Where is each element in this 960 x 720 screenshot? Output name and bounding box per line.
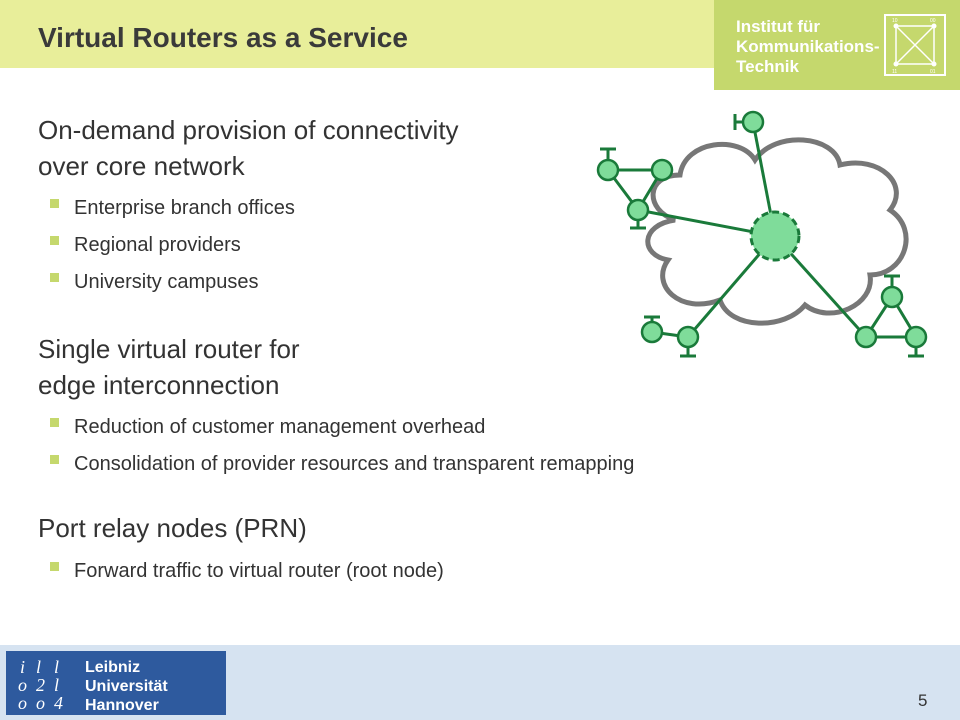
edge-node <box>650 158 674 182</box>
virtual-router-root-node <box>749 210 801 262</box>
port-relay-node <box>741 110 765 134</box>
virtual-router-diagram <box>596 110 928 358</box>
section-1-bullet-3: University campuses <box>74 271 259 293</box>
ikt-mark-label: 00 <box>930 18 936 24</box>
bullet-square-icon <box>50 562 59 571</box>
ikt-mark-label: 11 <box>892 69 897 75</box>
luh-logo-text: Leibniz Universität Hannover <box>85 659 168 714</box>
luh-logo <box>6 651 226 715</box>
section-2-heading-line-2: edge interconnection <box>38 370 280 400</box>
luh-glyph: 2 <box>36 675 45 695</box>
port-relay-node <box>676 325 700 349</box>
section-3-heading: Port relay nodes (PRN) <box>38 513 307 543</box>
section-2-bullet-2: Consolidation of provider resources and … <box>74 453 635 475</box>
luh-logo-mark-icon: i l l o 2 l o o 4 <box>18 657 63 712</box>
luh-glyph: i <box>20 657 25 677</box>
section-1-heading-line-1: On-demand provision of connectivity <box>38 115 459 145</box>
port-relay-node <box>626 198 650 222</box>
edge-node <box>880 285 904 309</box>
section-1-heading-line-2: over core network <box>38 151 245 181</box>
section-2-heading-line-1: Single virtual router for <box>38 334 300 364</box>
luh-glyph: 4 <box>54 693 63 712</box>
luh-glyph: l <box>54 675 59 695</box>
luh-glyph: o <box>18 693 27 712</box>
port-relay-node <box>854 325 878 349</box>
section-1-bullet-1: Enterprise branch offices <box>74 197 295 219</box>
luh-glyph: o <box>18 675 27 695</box>
ikt-logo-text: Institut für Kommunikations- Technik <box>736 17 880 76</box>
bullet-square-icon <box>50 199 59 208</box>
page-number: 5 <box>918 691 928 710</box>
luh-glyph: l <box>54 657 59 677</box>
section-2-bullet-1: Reduction of customer management overhea… <box>74 416 486 438</box>
section-3-bullet-1: Forward traffic to virtual router (root … <box>74 560 444 582</box>
ikt-logo-mark-icon: 10 00 11 01 <box>884 14 946 76</box>
ikt-mark-label: 10 <box>892 18 898 24</box>
edge-node <box>904 325 928 349</box>
ikt-mark-label: 01 <box>930 69 936 75</box>
bullet-square-icon <box>50 455 59 464</box>
bullet-square-icon <box>50 236 59 245</box>
bullet-square-icon <box>50 418 59 427</box>
luh-glyph: l <box>36 657 41 677</box>
edge-node <box>596 158 620 182</box>
section-1-bullet-2: Regional providers <box>74 234 241 256</box>
bullet-square-icon <box>50 273 59 282</box>
slide-title: Virtual Routers as a Service <box>38 22 408 53</box>
edge-node <box>640 320 664 344</box>
luh-glyph: o <box>36 693 45 712</box>
